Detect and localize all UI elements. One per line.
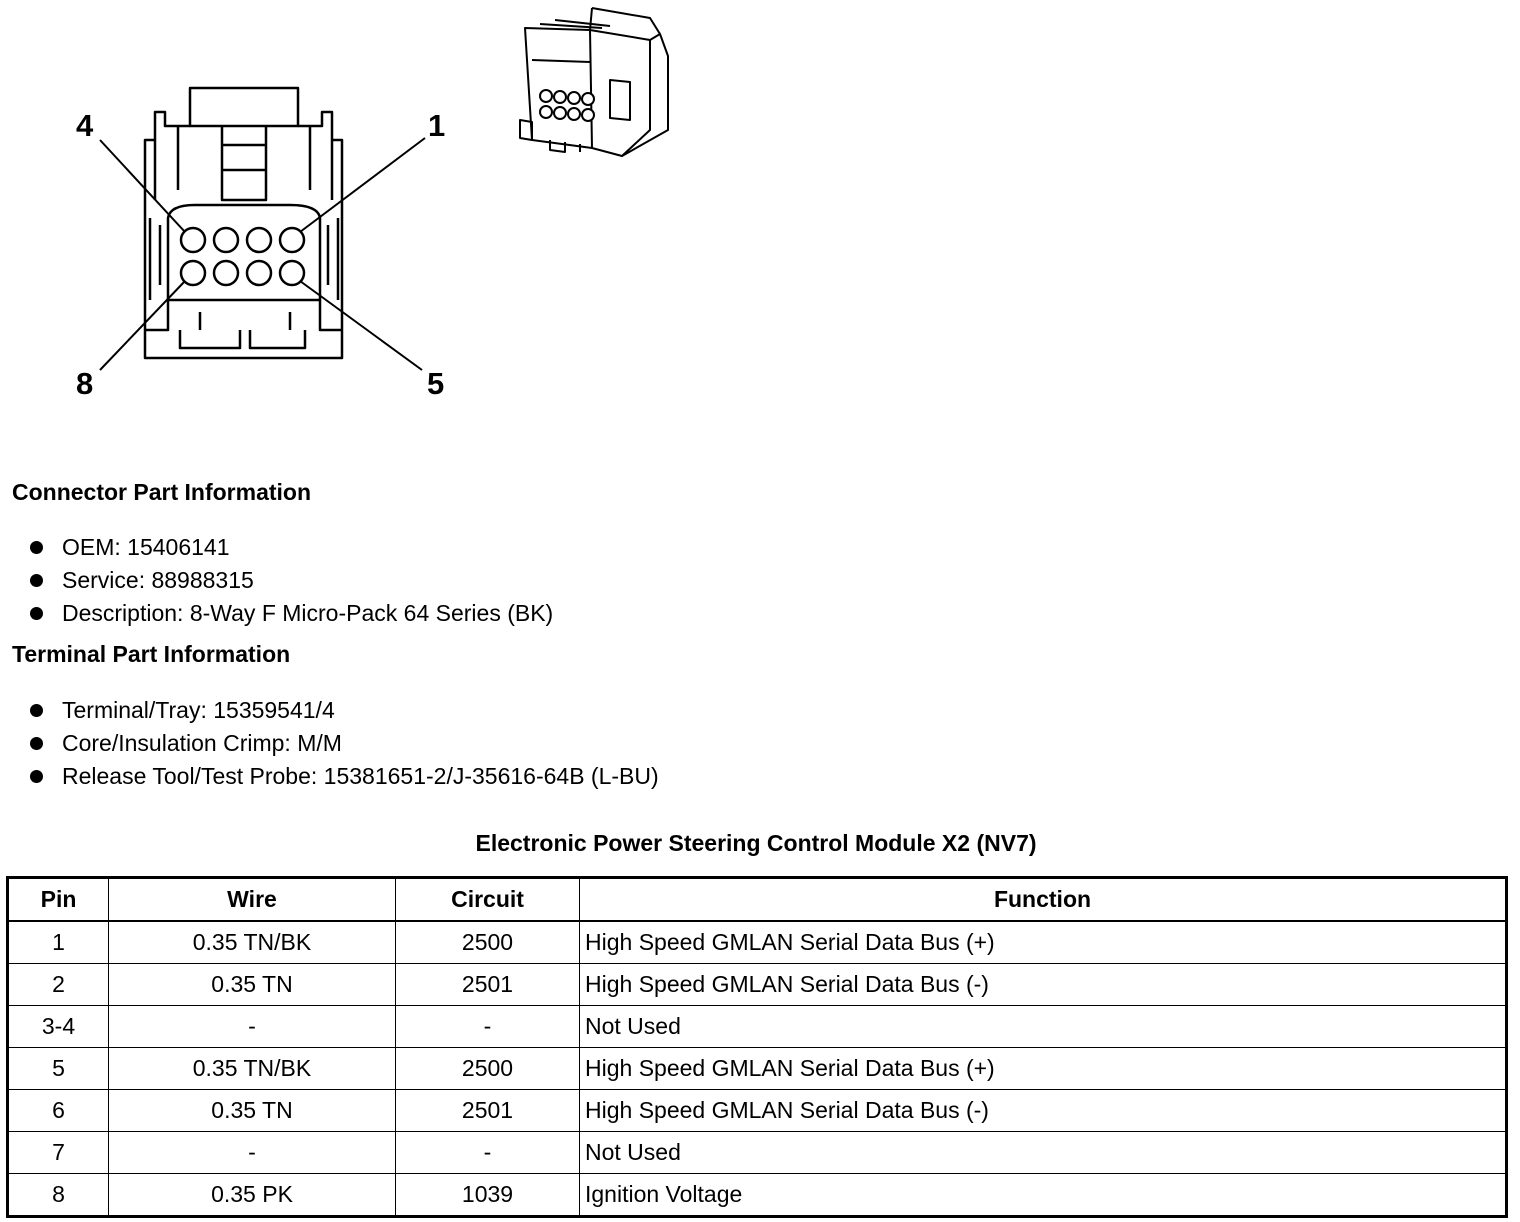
cell-pin: 8 xyxy=(7,1173,109,1217)
cell-wire: - xyxy=(108,1131,396,1174)
cell-circuit: - xyxy=(395,1131,580,1174)
table-header-row: Pin Wire Circuit Function xyxy=(7,877,1507,922)
cell-circuit: 2501 xyxy=(395,963,580,1006)
column-header-pin: Pin xyxy=(7,877,109,922)
cell-pin: 1 xyxy=(7,920,109,964)
cell-function: Not Used xyxy=(579,1131,1507,1174)
cell-pin: 3-4 xyxy=(7,1005,109,1048)
cell-wire: - xyxy=(108,1005,396,1048)
table-row: 5 0.35 TN/BK 2500 High Speed GMLAN Seria… xyxy=(7,1047,1507,1090)
list-item: OEM: 15406141 xyxy=(28,531,553,564)
pinout-table: Pin Wire Circuit Function 1 0.35 TN/BK 2… xyxy=(6,876,1508,1218)
table-row: 8 0.35 PK 1039 Ignition Voltage xyxy=(7,1173,1507,1217)
table-title: Electronic Power Steering Control Module… xyxy=(475,830,1037,856)
cell-function: High Speed GMLAN Serial Data Bus (-) xyxy=(579,963,1507,1006)
cell-wire: 0.35 TN/BK xyxy=(108,1047,396,1090)
table-row: 2 0.35 TN 2501 High Speed GMLAN Serial D… xyxy=(7,963,1507,1006)
list-item: Core/Insulation Crimp: M/M xyxy=(28,727,659,760)
cell-function: Not Used xyxy=(579,1005,1507,1048)
terminal-part-info-heading: Terminal Part Information xyxy=(12,641,291,667)
cell-function: Ignition Voltage xyxy=(579,1173,1507,1217)
list-item: Release Tool/Test Probe: 15381651-2/J-35… xyxy=(28,760,659,793)
connector-part-info-heading: Connector Part Information xyxy=(12,479,312,505)
column-header-function: Function xyxy=(579,877,1507,922)
cell-wire: 0.35 PK xyxy=(108,1173,396,1217)
bullet-icon xyxy=(30,704,43,717)
bullet-icon xyxy=(30,541,43,554)
pin-label-5: 5 xyxy=(427,366,445,401)
pin-label-8: 8 xyxy=(76,366,94,401)
cell-function: High Speed GMLAN Serial Data Bus (+) xyxy=(579,1047,1507,1090)
column-header-wire: Wire xyxy=(108,877,396,922)
cell-wire: 0.35 TN xyxy=(108,963,396,1006)
bullet-icon xyxy=(30,737,43,750)
cell-wire: 0.35 TN xyxy=(108,1089,396,1132)
cell-function: High Speed GMLAN Serial Data Bus (-) xyxy=(579,1089,1507,1132)
list-item: Terminal/Tray: 15359541/4 xyxy=(28,694,659,727)
list-item: Service: 88988315 xyxy=(28,564,553,597)
table-row: 3-4 - - Not Used xyxy=(7,1005,1507,1048)
pin-label-4: 4 xyxy=(76,108,94,143)
cell-pin: 5 xyxy=(7,1047,109,1090)
connector-face-diagram xyxy=(99,86,426,371)
table-row: 1 0.35 TN/BK 2500 High Speed GMLAN Seria… xyxy=(7,920,1507,964)
connector-isometric-illustration xyxy=(519,7,669,157)
cell-circuit: 2500 xyxy=(395,1047,580,1090)
pin-label-1: 1 xyxy=(428,108,446,143)
column-header-circuit: Circuit xyxy=(395,877,580,922)
cell-circuit: 2500 xyxy=(395,920,580,964)
connector-part-info-list: OEM: 15406141 Service: 88988315 Descript… xyxy=(28,531,553,630)
bullet-icon xyxy=(30,607,43,620)
cell-circuit: 1039 xyxy=(395,1173,580,1217)
terminal-part-info-list: Terminal/Tray: 15359541/4 Core/Insulatio… xyxy=(28,694,659,793)
table-row: 7 - - Not Used xyxy=(7,1131,1507,1174)
cell-wire: 0.35 TN/BK xyxy=(108,920,396,964)
bullet-icon xyxy=(30,574,43,587)
cell-pin: 7 xyxy=(7,1131,109,1174)
table-row: 6 0.35 TN 2501 High Speed GMLAN Serial D… xyxy=(7,1089,1507,1132)
cell-pin: 2 xyxy=(7,963,109,1006)
bullet-icon xyxy=(30,770,43,783)
list-item: Description: 8-Way F Micro-Pack 64 Serie… xyxy=(28,597,553,630)
cell-pin: 6 xyxy=(7,1089,109,1132)
cell-circuit: 2501 xyxy=(395,1089,580,1132)
cell-function: High Speed GMLAN Serial Data Bus (+) xyxy=(579,920,1507,964)
cell-circuit: - xyxy=(395,1005,580,1048)
